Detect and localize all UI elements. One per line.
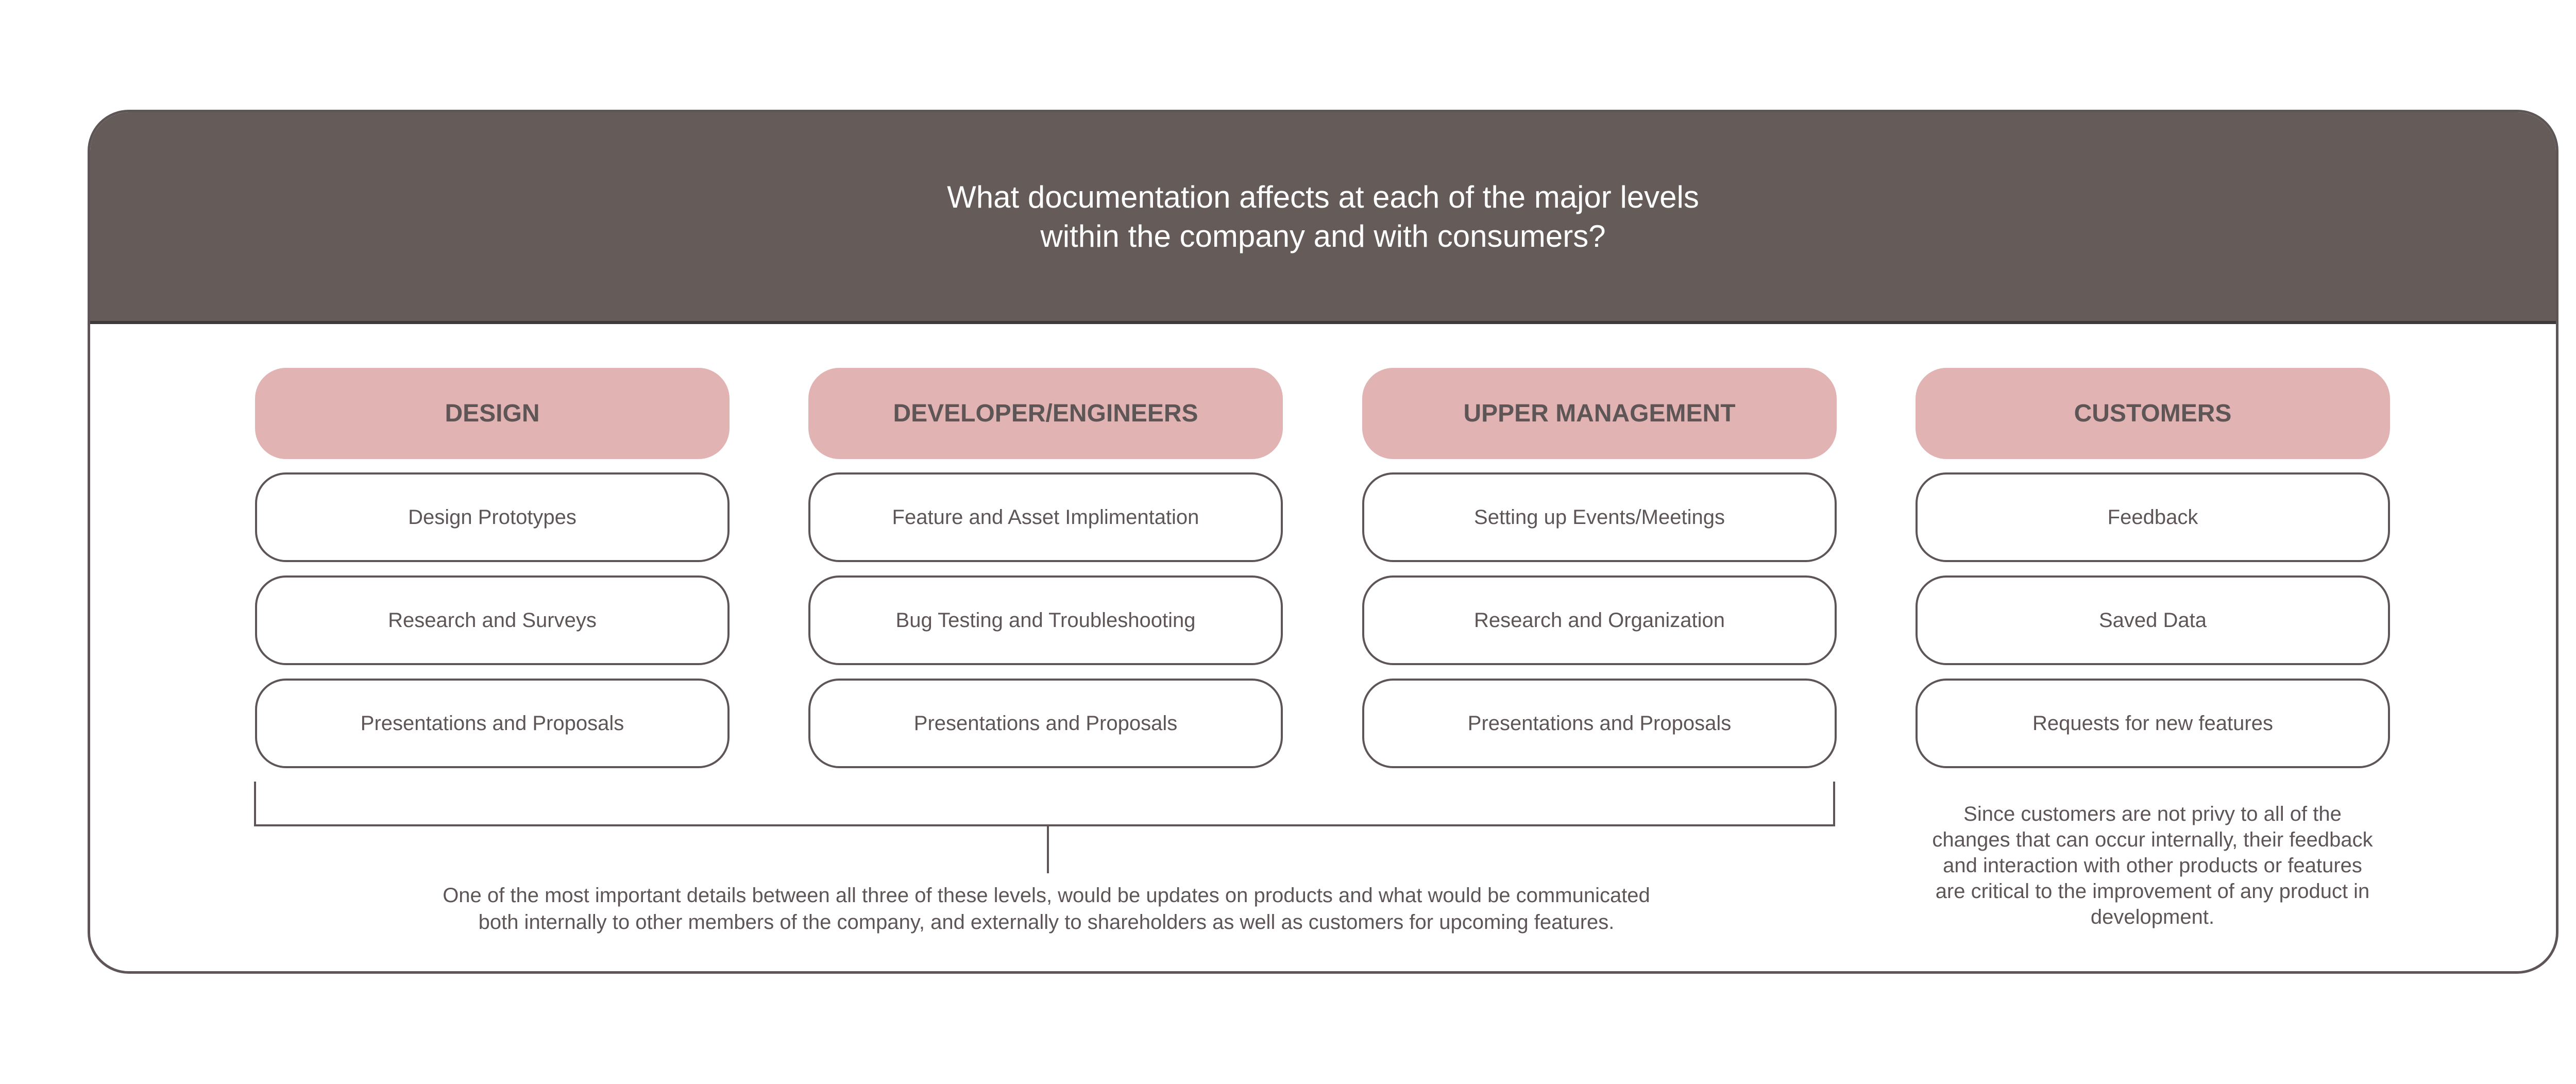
internal-note-line-2: both internally to other members of the … [478,911,1615,934]
internal-note-line-1: One of the most important details betwee… [443,884,1650,907]
column-heading: DESIGN [255,368,730,459]
title-banner: What documentation affects at each of th… [90,112,2556,324]
column-item: Bug Testing and Troubleshooting [808,575,1283,665]
customer-note-line: changes that can occur internally, their… [1932,828,2373,851]
customer-note-line: Since customers are not privy to all of … [1963,803,2342,825]
column-item: Setting up Events/Meetings [1362,472,1837,562]
customer-note-line: and interaction with other products or f… [1943,854,2362,877]
column-item: Research and Surveys [255,575,730,665]
column-upper-management: UPPER MANAGEMENT Setting up Events/Meetin… [1362,368,1837,768]
title-line-1: What documentation affects at each of th… [947,179,1699,214]
column-item: Feedback [1916,472,2390,562]
customer-note: Since customers are not privy to all of … [1890,801,2415,930]
column-item: Requests for new features [1916,679,2390,768]
customer-note-line: development. [2090,906,2215,928]
column-item: Research and Organization [1362,575,1837,665]
column-heading: DEVELOPER/ENGINEERS [808,368,1283,459]
column-item: Feature and Asset Implimentation [808,472,1283,562]
column-item: Presentations and Proposals [808,679,1283,768]
title-line-2: within the company and with consumers? [1040,218,1606,253]
column-heading: UPPER MANAGEMENT [1362,368,1837,459]
column-item: Presentations and Proposals [255,679,730,768]
bracket-left [254,782,256,826]
column-developer-engineers: DEVELOPER/ENGINEERS Feature and Asset Imp… [808,368,1283,768]
column-item: Design Prototypes [255,472,730,562]
customer-note-line: are critical to the improvement of any p… [1935,880,2370,903]
bracket-right [1833,782,1835,826]
column-heading: CUSTOMERS [1916,368,2390,459]
column-item: Presentations and Proposals [1362,679,1837,768]
bracket-stem [1047,824,1049,873]
internal-note: One of the most important details betwee… [274,882,1819,936]
bracket-bottom [254,824,1835,826]
column-item: Saved Data [1916,575,2390,665]
